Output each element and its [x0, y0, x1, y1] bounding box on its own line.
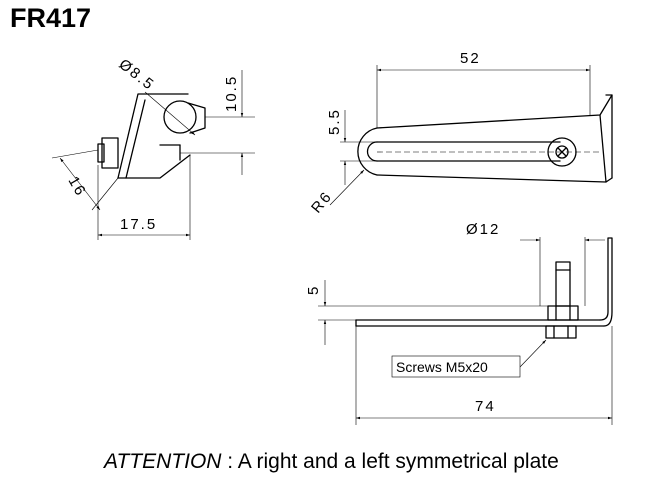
front-view-bracket-body	[355, 237, 613, 339]
front-view-dim-length: 74	[355, 326, 613, 425]
front-view: Ø12 5 74 Screws M5x20	[305, 221, 613, 425]
top-view-bracket-body	[357, 94, 613, 183]
svg-text:52: 52	[460, 50, 481, 67]
side-view-dim-diagonal: 16	[51, 149, 119, 211]
attention-prefix: ATTENTION	[102, 450, 222, 473]
front-view-dim-height: 5	[305, 280, 548, 345]
attention-text: : A right and a left symmetrical plate	[221, 450, 558, 473]
side-view: Ø8.5 10.5 17.5 16	[51, 56, 255, 240]
svg-text:Ø12: Ø12	[466, 221, 500, 238]
svg-text:5: 5	[305, 285, 322, 295]
side-view-dim-diameter: Ø8.5	[116, 56, 196, 136]
svg-text:Ø8.5: Ø8.5	[116, 56, 158, 94]
top-view: 52 5.5 R6	[308, 50, 613, 217]
front-view-dim-diameter: Ø12	[466, 221, 605, 306]
side-view-bracket-body	[97, 93, 206, 179]
side-view-dim-width-bottom: 17.5	[97, 155, 191, 240]
side-view-dim-height-top: 10.5	[180, 70, 255, 175]
svg-text:Screws M5x20: Screws M5x20	[396, 359, 488, 375]
product-title: FR417	[10, 3, 91, 33]
svg-text:5.5: 5.5	[326, 108, 343, 135]
attention-note: ATTENTION : A right and a left symmetric…	[102, 450, 559, 473]
top-view-dim-slot-width: 5.5	[326, 108, 377, 185]
svg-text:17.5: 17.5	[120, 216, 157, 233]
svg-text:16: 16	[65, 174, 90, 200]
top-view-dim-radius: R6	[308, 169, 365, 217]
svg-text:74: 74	[475, 398, 496, 415]
svg-text:R6: R6	[308, 188, 336, 217]
top-view-dim-length: 52	[376, 50, 591, 128]
svg-text:10.5: 10.5	[223, 75, 240, 112]
front-view-screw-callout: Screws M5x20	[391, 339, 547, 378]
